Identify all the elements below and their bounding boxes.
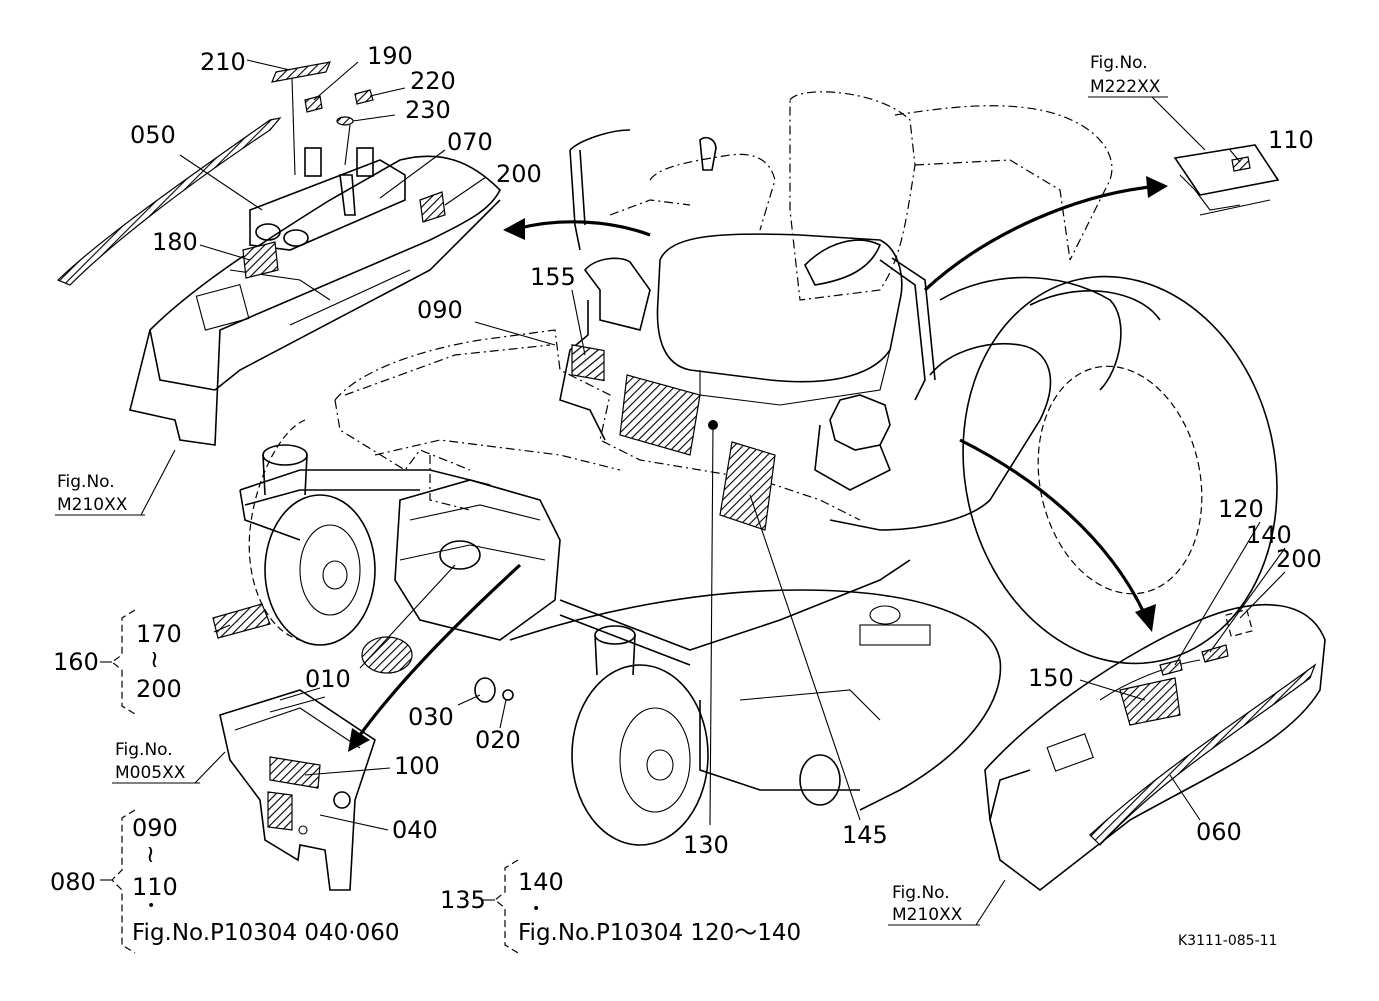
- front-bracket-part: [219, 687, 376, 891]
- label-060: 060: [1196, 818, 1242, 846]
- label-020: 020: [475, 726, 521, 754]
- label-200-right: 200: [1276, 545, 1322, 573]
- note-135: Fig.No.P10304 120〜140: [518, 920, 801, 946]
- assembly-arrows: [348, 176, 1168, 752]
- label-150: 150: [1028, 664, 1074, 692]
- figref-mid-left-l2: M005XX: [115, 763, 186, 783]
- label-080-090: 090: [132, 814, 178, 842]
- label-135: 135: [440, 886, 486, 914]
- figref-bottom-right-l1: Fig.No.: [892, 883, 950, 903]
- label-135-140: 140: [518, 868, 564, 896]
- figref-top-right-l2: M222XX: [1090, 77, 1161, 97]
- group-braces: [100, 609, 519, 954]
- control-panel-part: [1173, 144, 1280, 216]
- figref-bottom-right-l2: M210XX: [892, 905, 963, 925]
- label-140: 140: [1246, 521, 1292, 549]
- label-200-group: 200: [136, 675, 182, 703]
- label-030: 030: [408, 703, 454, 731]
- dot-135: •: [532, 901, 540, 917]
- label-080: 080: [50, 868, 96, 896]
- label-090: 090: [417, 296, 463, 324]
- label-230: 230: [405, 96, 451, 124]
- tilde-160: ≀: [150, 645, 159, 673]
- figref-top-left-l1: Fig.No.: [57, 472, 115, 492]
- label-190: 190: [367, 42, 413, 70]
- figref-top-left-l2: M210XX: [57, 495, 128, 515]
- label-010: 010: [305, 665, 351, 693]
- drawing-code: K3111-085-11: [1178, 933, 1277, 949]
- left-fender-assembly: [56, 117, 501, 446]
- leader-lines: [55, 59, 1286, 926]
- label-120: 120: [1218, 495, 1264, 523]
- tilde-080: ≀: [146, 840, 155, 868]
- label-220: 220: [410, 67, 456, 95]
- label-180: 180: [152, 228, 198, 256]
- label-210: 210: [200, 48, 246, 76]
- figref-top-right-l1: Fig.No.: [1090, 53, 1148, 73]
- label-110: 110: [1268, 126, 1314, 154]
- label-200-top: 200: [496, 160, 542, 188]
- figref-mid-left-l1: Fig.No.: [115, 740, 173, 760]
- figure-references: Fig.No. M210XX Fig.No. M222XX Fig.No. M0…: [57, 53, 1161, 925]
- label-145: 145: [842, 821, 888, 849]
- label-080-110: 110: [132, 873, 178, 901]
- part-labels: 210 190 220 230 070 200 050 180 155 090 …: [50, 42, 1322, 946]
- dot-080: •: [147, 898, 155, 914]
- label-160: 160: [53, 648, 99, 676]
- label-070: 070: [447, 128, 493, 156]
- label-050: 050: [130, 121, 176, 149]
- note-080: Fig.No.P10304 040·060: [132, 920, 400, 946]
- mower-illustration: [239, 91, 1278, 846]
- label-130: 130: [683, 831, 729, 859]
- right-fender-assembly: [984, 603, 1326, 892]
- decals: [212, 61, 776, 639]
- label-170: 170: [136, 620, 182, 648]
- label-155: 155: [530, 263, 576, 291]
- label-100: 100: [394, 752, 440, 780]
- label-040: 040: [392, 816, 438, 844]
